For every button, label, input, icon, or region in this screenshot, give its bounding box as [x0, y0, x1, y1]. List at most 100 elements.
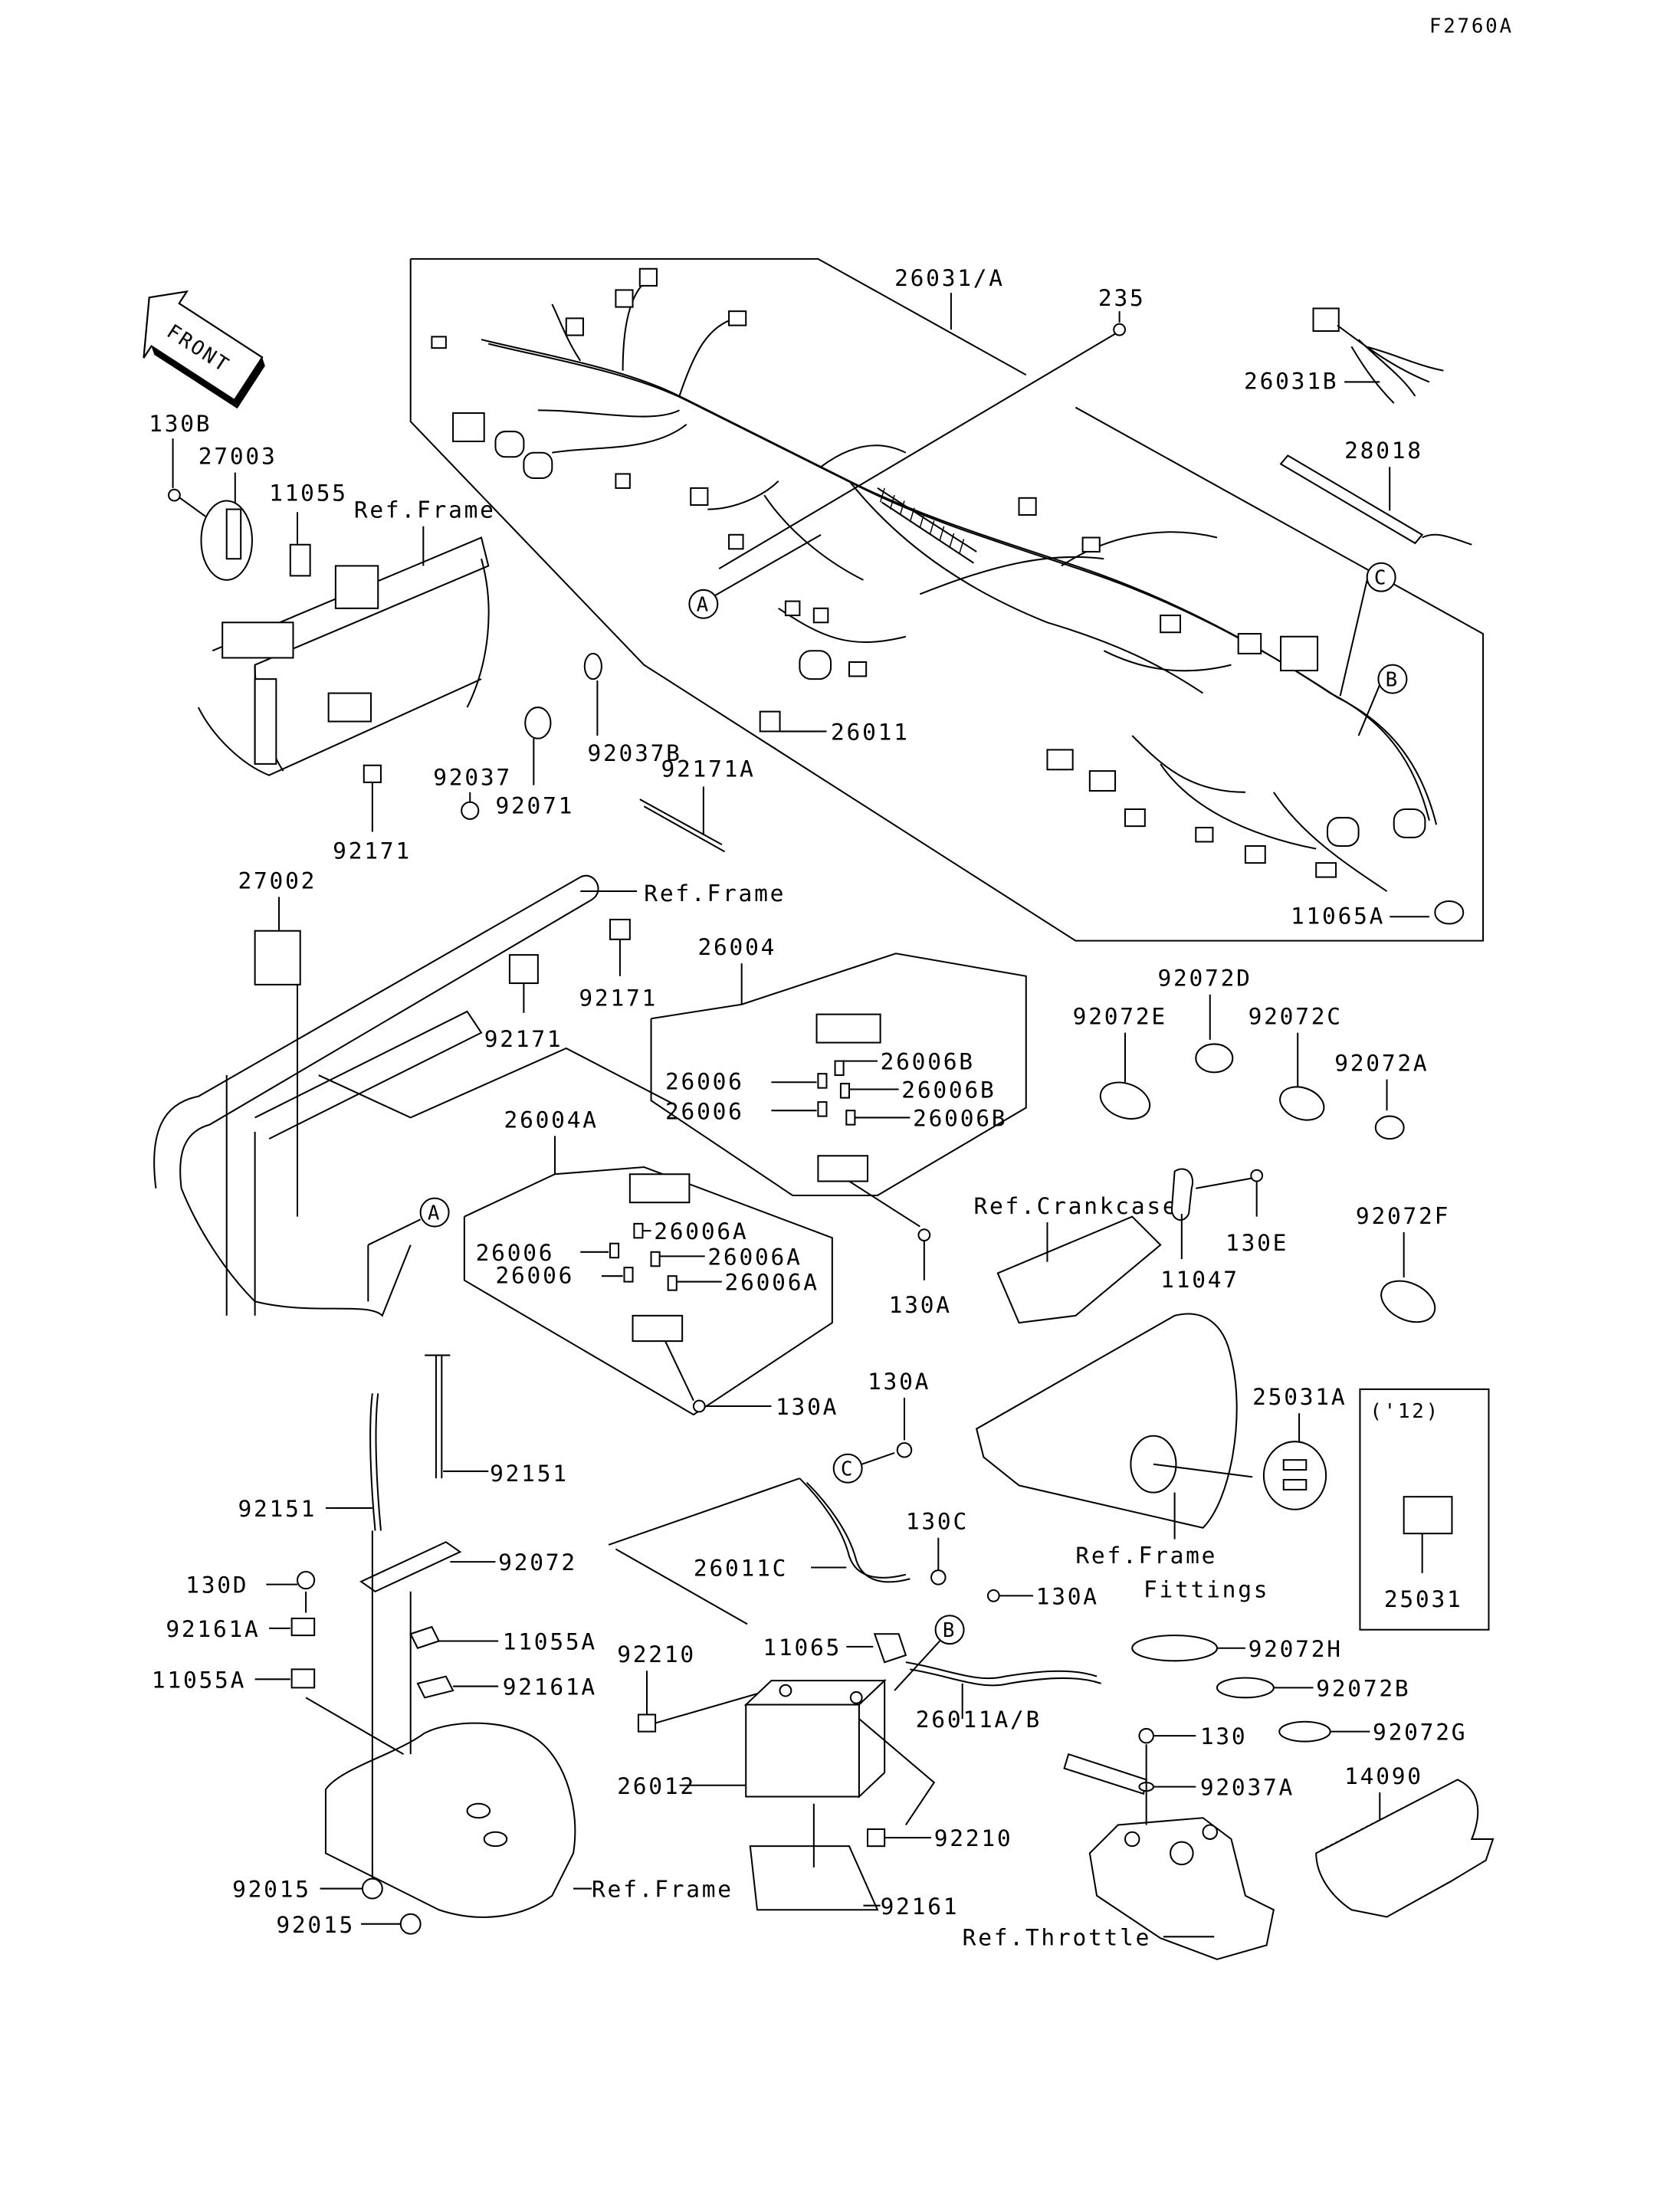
callout-130B: 130B	[149, 411, 212, 437]
cap-11065A-icon	[1434, 900, 1465, 925]
callout-25031A: 25031A	[1252, 1384, 1347, 1410]
battery-26012-icon	[743, 1678, 887, 1799]
protector-28018: 28018	[1279, 438, 1472, 546]
clip-92171-c-icon	[609, 918, 631, 940]
callout-92037B: 92037B	[587, 740, 681, 766]
bolt-130D-icon	[297, 1571, 316, 1590]
ref-frame-label-3: Ref.Frame	[592, 1877, 733, 1903]
callout-11055A-b: 11055A	[503, 1629, 597, 1655]
crankcase-group: Ref.Crankcase 11047 130E	[973, 1168, 1286, 1324]
callout-26006-d: 26006	[495, 1262, 574, 1288]
year-note-box: ('12) 25031	[1359, 1388, 1490, 1631]
rod-92151-b-icon	[425, 1354, 451, 1479]
callout-92210-a: 92210	[617, 1641, 696, 1667]
callout-92072B: 92072B	[1316, 1675, 1410, 1701]
callout-26006A-b: 26006A	[707, 1244, 802, 1270]
battery-cables-group: 130A C 26011C 130C 130A B 26011A/B 11065…	[608, 1369, 1101, 1920]
callout-26004A: 26004A	[504, 1107, 599, 1133]
socket-25031-icon	[1403, 1496, 1453, 1535]
band-92072G-icon	[1278, 1720, 1331, 1743]
fuse-cover-a-icon	[628, 1173, 691, 1204]
fuse-cover-icon	[815, 1013, 881, 1044]
connector-marker-b-2	[934, 1615, 965, 1645]
clamp-92037-icon	[461, 801, 480, 820]
callout-92151-a: 92151	[238, 1496, 317, 1522]
fuse-box-26004-group: 26004 26006 26006 26006B 26006B 26006B 1…	[650, 934, 1027, 1318]
callout-26012: 26012	[617, 1773, 696, 1799]
callout-92171-b: 92171	[484, 1026, 563, 1052]
callout-92210-b: 92210	[934, 1825, 1013, 1851]
callout-92161A-b: 92161A	[503, 1674, 597, 1700]
year-note-label: ('12)	[1370, 1400, 1440, 1423]
fuse-box-26004A-group: 26004A 26006 26006 26006A 26006A 26006A …	[463, 1107, 838, 1420]
ref-frame-fittings-label-2: Fittings	[1144, 1576, 1269, 1602]
band-92072A-icon	[1374, 1115, 1405, 1140]
callout-92072A: 92072A	[1334, 1051, 1429, 1077]
callout-130A-d: 130A	[1036, 1583, 1099, 1609]
ref-throttle-label: Ref.Throttle	[963, 1924, 1151, 1950]
plate-11047-icon	[1170, 1168, 1194, 1221]
connector-26011-icon	[759, 710, 781, 733]
bracket-92072-icon	[359, 1541, 462, 1593]
callout-92171-c: 92171	[579, 985, 658, 1012]
nut-92210-a-icon	[637, 1713, 657, 1733]
callout-26006-c: 26006	[476, 1240, 555, 1266]
callout-130A-b: 130A	[776, 1394, 838, 1420]
callout-11055A-a: 11055A	[152, 1667, 246, 1693]
callout-92072D: 92072D	[1157, 966, 1252, 992]
bracket-11055-icon	[289, 543, 311, 577]
callout-26006A-c: 26006A	[725, 1270, 819, 1296]
callout-26006-a: 26006	[665, 1069, 744, 1095]
callout-26031B: 26031B	[1244, 369, 1338, 395]
callout-26011C: 26011C	[694, 1556, 788, 1582]
horn-group: 130B 27003 11055 Ref.Frame 92171 92037 9…	[149, 411, 755, 864]
front-arrow-icon: FRONT	[143, 290, 265, 409]
callout-130A-a: 130A	[889, 1292, 952, 1318]
callout-92015-b: 92015	[276, 1912, 355, 1938]
callout-92171A: 92171A	[661, 756, 755, 782]
callout-92037A: 92037A	[1200, 1775, 1294, 1801]
cable-26011AB-icon	[905, 1661, 1098, 1680]
rod-92151-a-icon	[369, 1393, 376, 1531]
cover-14090-icon	[1315, 1779, 1495, 1918]
callout-130: 130	[1200, 1723, 1248, 1749]
callout-92015-a: 92015	[232, 1877, 311, 1903]
callout-130C: 130C	[906, 1509, 969, 1535]
connector-a-label: A	[697, 594, 710, 617]
screw-235-icon	[1113, 323, 1127, 336]
callout-25031: 25031	[1384, 1586, 1463, 1612]
relay-27002-icon	[254, 930, 301, 985]
clamps-group: 92072D 92072E 92072C 92072A 92072F	[1073, 966, 1448, 1323]
callout-92151-b: 92151	[490, 1461, 569, 1487]
connector-marker-c-2	[832, 1453, 863, 1484]
band-92072F-icon	[1380, 1280, 1436, 1323]
callout-92072G: 92072G	[1373, 1720, 1467, 1746]
ref-frame-label-2: Ref.Frame	[644, 880, 786, 907]
callout-26006B-b: 26006B	[901, 1077, 996, 1103]
callout-26011AB: 26011A/B	[916, 1707, 1042, 1733]
nut-92015-b-icon	[399, 1913, 422, 1935]
callout-92072E: 92072E	[1073, 1004, 1167, 1030]
ref-frame-label-1: Ref.Frame	[354, 497, 496, 523]
callout-26004: 26004	[697, 934, 776, 960]
callout-26031A: 26031/A	[894, 265, 1005, 291]
strap-92037A-icon	[1063, 1753, 1147, 1795]
callout-26011: 26011	[831, 720, 910, 746]
callout-11055: 11055	[269, 480, 348, 507]
callout-28018: 28018	[1344, 438, 1423, 464]
frame-fittings-group: Ref.Frame Fittings 25031A	[975, 1313, 1347, 1602]
pad-92161-icon	[749, 1845, 879, 1911]
bolt-130-icon	[1138, 1727, 1154, 1744]
connector-marker-a	[688, 589, 719, 619]
callout-130A-c: 130A	[868, 1369, 930, 1395]
callout-26006-b: 26006	[665, 1098, 744, 1124]
connector-b-label: B	[1386, 668, 1399, 691]
nut-92210-b-icon	[866, 1828, 886, 1848]
callout-235: 235	[1098, 285, 1146, 311]
throttle-body-icon	[1088, 1817, 1275, 1960]
connector-c-label: C	[1374, 566, 1388, 589]
callout-92072H: 92072H	[1249, 1636, 1343, 1662]
clamp-92037B-icon	[583, 652, 602, 680]
connector-c-2-label: C	[841, 1458, 855, 1481]
front-frame-group: 27002 Ref.Frame 92171 92171 A	[153, 867, 786, 1317]
